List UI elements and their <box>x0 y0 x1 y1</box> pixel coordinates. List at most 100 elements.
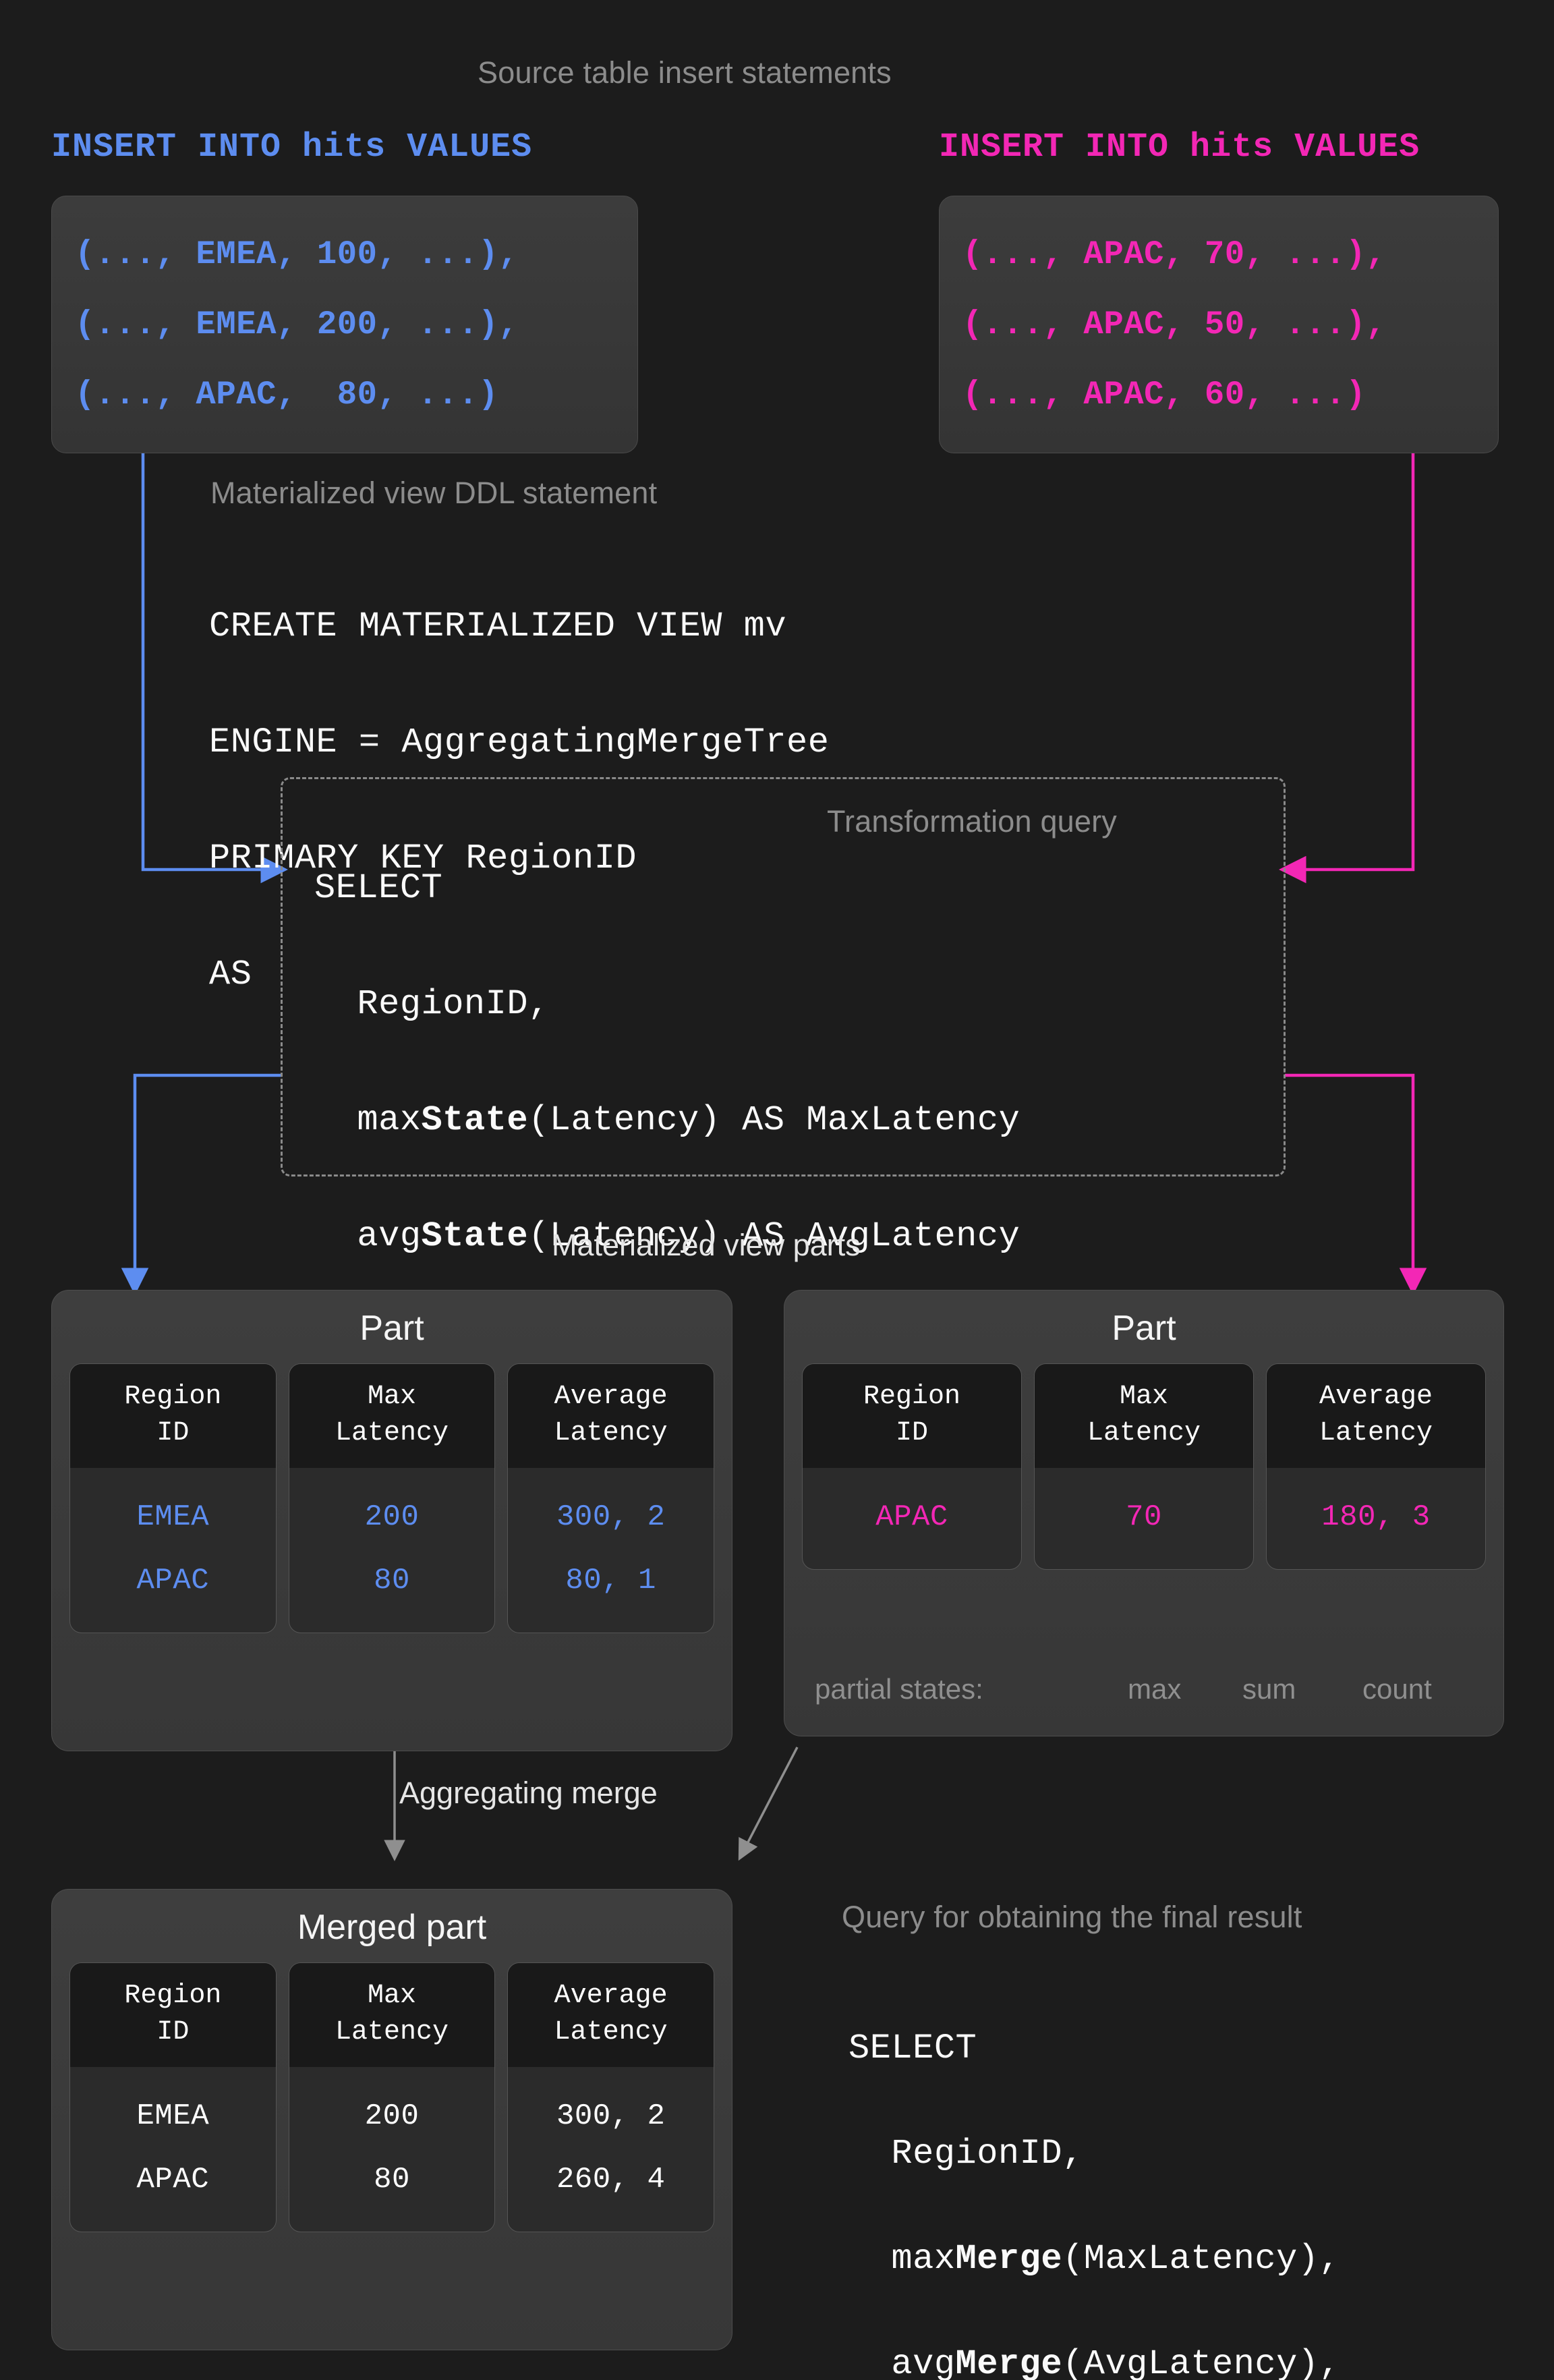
table-cell: APAC <box>136 2163 210 2197</box>
insert-row: (..., EMEA, 100, ...), <box>75 235 519 273</box>
table-cell: 300, 2 <box>556 2099 666 2133</box>
table-cell: 300, 2 <box>556 1500 666 1534</box>
table-cell: 180, 3 <box>1321 1500 1431 1534</box>
tq-maxstate-bold: State <box>421 1100 529 1140</box>
merged-part-box: Merged part Region ID EMEA APAC Max Late… <box>51 1889 732 2350</box>
column-body: 70 <box>1035 1468 1253 1569</box>
table-cell: EMEA <box>136 2099 210 2133</box>
table-cell: EMEA <box>136 1500 210 1534</box>
fq-avgmerge-bold: Merge <box>955 2344 1063 2380</box>
fq-avgmerge-pre: avg <box>848 2344 956 2380</box>
table-cell: APAC <box>875 1500 948 1534</box>
fq-avgmerge-post: (AvgLatency), <box>1062 2344 1341 2380</box>
source-caption: Source table insert statements <box>478 55 892 90</box>
insert-header-2: INSERT INTO hits VALUES <box>939 128 1420 167</box>
part-columns: Region ID EMEA APAC Max Latency 200 80 A… <box>52 1349 732 1633</box>
ddl-line: CREATE MATERIALIZED VIEW mv <box>209 606 787 646</box>
column-body: EMEA APAC <box>70 1468 276 1633</box>
table-cell: 80 <box>374 2163 410 2197</box>
table-cell: 70 <box>1126 1500 1162 1534</box>
column-header: Max Latency <box>289 1364 495 1468</box>
column-body: 300, 2 260, 4 <box>508 2067 714 2232</box>
column-body: 180, 3 <box>1267 1468 1485 1569</box>
partial-state-count: count <box>1362 1673 1432 1705</box>
ddl-line: PRIMARY KEY RegionID <box>209 839 637 878</box>
final-query-code: SELECT RegionID, maxMerge(MaxLatency), a… <box>848 1970 1340 2380</box>
column-header: Region ID <box>70 1963 276 2067</box>
connector-merge-right <box>738 1747 799 1861</box>
fq-maxmerge-pre: max <box>848 2239 956 2279</box>
insert-row: (..., APAC, 60, ...) <box>962 376 1366 414</box>
column-body: 200 80 <box>289 2067 495 2232</box>
column-max-latency: Max Latency 200 80 <box>288 1363 496 1633</box>
column-average-latency: Average Latency 300, 2 80, 1 <box>507 1363 715 1633</box>
part-box-1: Part Region ID EMEA APAC Max Latency 200… <box>51 1290 732 1751</box>
aggregating-merge-caption: Aggregating merge <box>399 1776 658 1810</box>
connector-pink-to-query <box>1279 426 1415 884</box>
column-header: Max Latency <box>289 1963 495 2067</box>
tq-avgstate-post: (Latency) AS AvgLatency <box>528 1216 1020 1256</box>
ddl-caption: Materialized view DDL statement <box>210 476 658 510</box>
tq-avgstate-bold: State <box>421 1216 529 1256</box>
tq-avgstate-pre: avg <box>314 1216 422 1256</box>
final-query-caption: Query for obtaining the final result <box>842 1900 1302 1934</box>
column-body: EMEA APAC <box>70 2067 276 2232</box>
insert-values-box-1: (..., EMEA, 100, ...), (..., EMEA, 200, … <box>51 196 638 453</box>
insert-values-box-2: (..., APAC, 70, ...), (..., APAC, 50, ..… <box>939 196 1499 453</box>
table-cell: APAC <box>136 1564 210 1597</box>
fq-line-maxmerge: maxMerge(MaxLatency), <box>848 2233 1340 2286</box>
ddl-code: CREATE MATERIALIZED VIEW mv ENGINE = Agg… <box>209 540 829 1062</box>
table-cell: 200 <box>364 1500 420 1534</box>
tq-line-regionid: RegionID, <box>314 984 550 1024</box>
column-body: APAC <box>803 1468 1021 1569</box>
column-region-id: Region ID APAC <box>802 1363 1022 1570</box>
column-header: Average Latency <box>508 1963 714 2067</box>
column-header: Max Latency <box>1035 1364 1253 1468</box>
column-region-id: Region ID EMEA APAC <box>69 1962 277 2232</box>
tq-maxstate-post: (Latency) AS MaxLatency <box>528 1100 1020 1140</box>
table-cell: 80 <box>374 1564 410 1597</box>
table-cell: 200 <box>364 2099 420 2133</box>
fq-maxmerge-bold: Merge <box>955 2239 1063 2279</box>
insert-row: (..., APAC, 80, ...) <box>75 376 499 414</box>
part-title: Part <box>1112 1309 1176 1348</box>
tq-line-select: SELECT <box>314 868 443 908</box>
ddl-line: ENGINE = AggregatingMergeTree <box>209 722 830 762</box>
column-header: Average Latency <box>508 1364 714 1468</box>
tq-line-avgstate: avgState(Latency) AS AvgLatency <box>314 1208 1020 1266</box>
ddl-line: AS <box>209 955 252 994</box>
partial-states-label: partial states: <box>815 1673 983 1705</box>
column-header: Average Latency <box>1267 1364 1485 1468</box>
fq-line-regionid: RegionID, <box>848 2134 1084 2174</box>
column-average-latency: Average Latency 180, 3 <box>1266 1363 1486 1570</box>
fq-maxmerge-post: (MaxLatency), <box>1062 2239 1341 2279</box>
partial-state-sum: sum <box>1242 1673 1296 1705</box>
column-body: 200 80 <box>289 1468 495 1633</box>
insert-header-1: INSERT INTO hits VALUES <box>51 128 533 167</box>
merged-part-title: Merged part <box>297 1908 487 1947</box>
part-title: Part <box>359 1309 424 1348</box>
connector-blue-to-part <box>121 1073 282 1295</box>
tq-line-maxstate: maxState(Latency) AS MaxLatency <box>314 1092 1020 1150</box>
column-body: 300, 2 80, 1 <box>508 1468 714 1633</box>
insert-row: (..., APAC, 50, ...), <box>962 306 1387 343</box>
merged-part-columns: Region ID EMEA APAC Max Latency 200 80 A… <box>52 1948 732 2232</box>
column-header: Region ID <box>803 1364 1021 1468</box>
column-max-latency: Max Latency 200 80 <box>288 1962 496 2232</box>
connector-pink-to-part <box>1285 1073 1427 1295</box>
column-header: Region ID <box>70 1364 276 1468</box>
part-box-2: Part Region ID APAC Max Latency 70 Avera… <box>784 1290 1504 1736</box>
table-cell: 260, 4 <box>556 2163 666 2197</box>
tq-maxstate-pre: max <box>314 1100 422 1140</box>
fq-line-avgmerge: avgMerge(AvgLatency), <box>848 2338 1340 2380</box>
transformation-caption: Transformation query <box>827 804 1118 839</box>
table-cell: 80, 1 <box>565 1564 656 1597</box>
column-average-latency: Average Latency 300, 2 260, 4 <box>507 1962 715 2232</box>
transformation-query-box <box>281 777 1286 1177</box>
insert-row: (..., EMEA, 200, ...), <box>75 306 519 343</box>
column-region-id: Region ID EMEA APAC <box>69 1363 277 1633</box>
column-max-latency: Max Latency 70 <box>1034 1363 1254 1570</box>
insert-row: (..., APAC, 70, ...), <box>962 235 1387 273</box>
fq-line-select: SELECT <box>848 2029 977 2068</box>
mv-parts-caption: Materialized view parts <box>552 1228 861 1262</box>
